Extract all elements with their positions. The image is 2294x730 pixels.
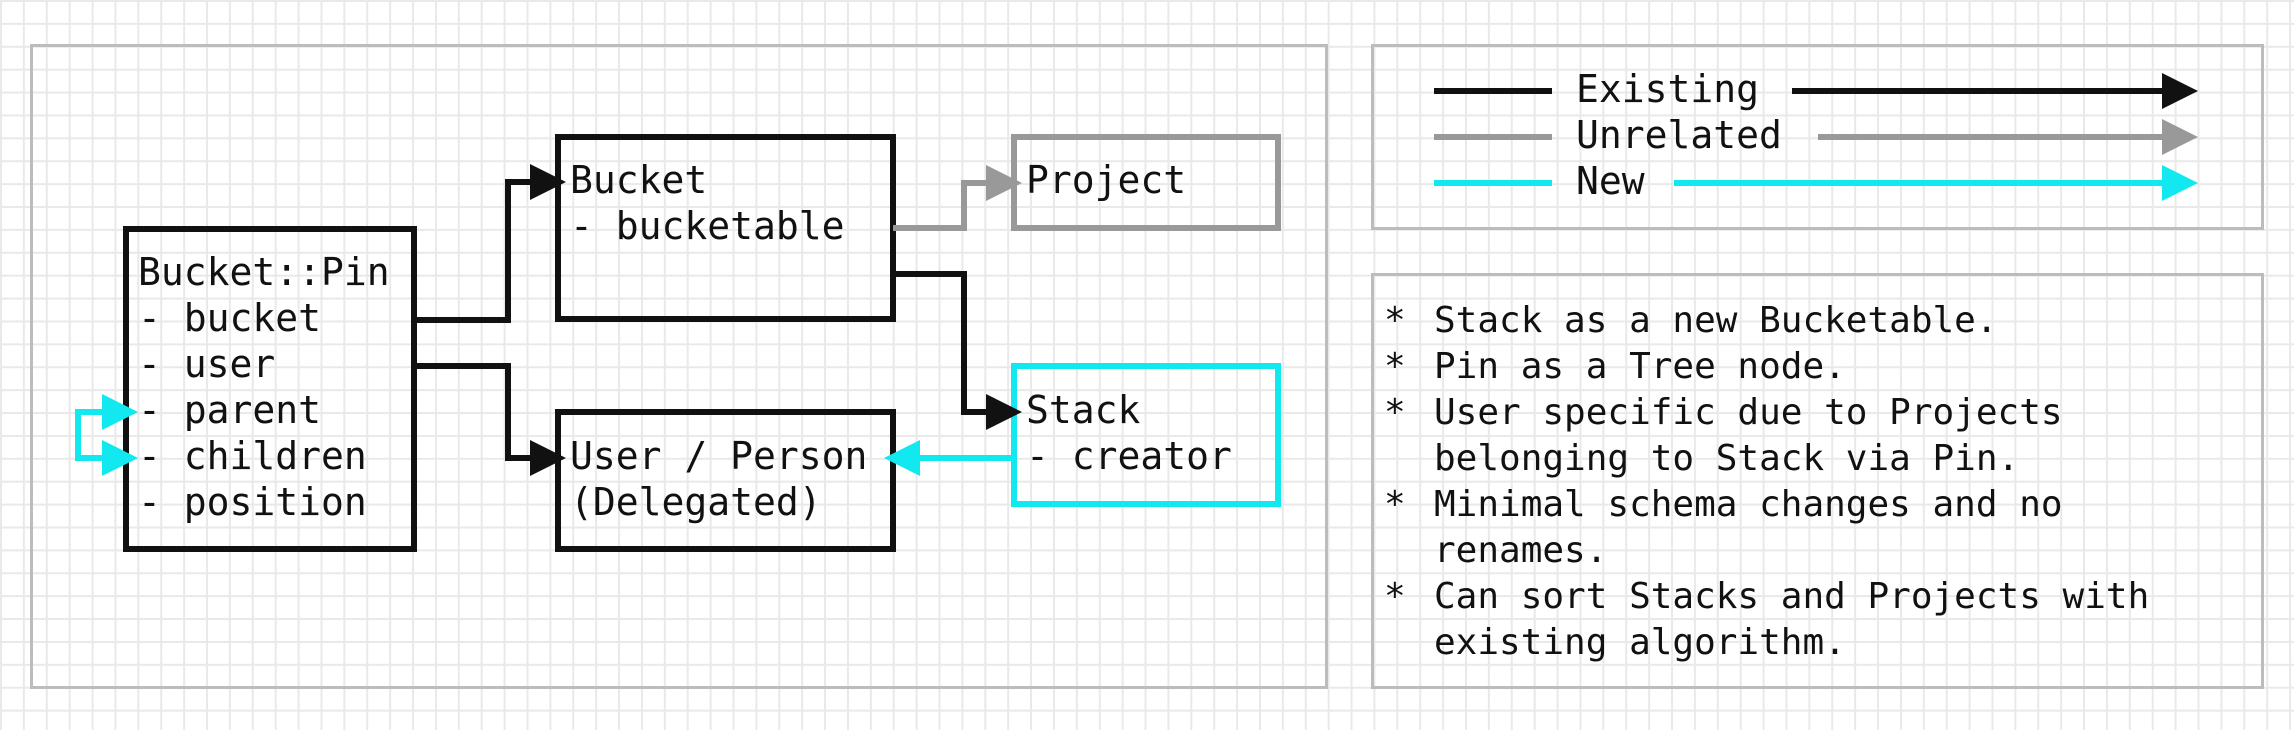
user-node bbox=[555, 409, 896, 552]
pin-line-2: - user bbox=[138, 342, 275, 386]
pin-line-3: - parent bbox=[138, 388, 321, 432]
legend-new-label: New bbox=[1576, 159, 1645, 203]
bucket-to-project-connector bbox=[893, 165, 1022, 231]
pin-to-bucket-connector bbox=[414, 164, 566, 323]
note-bullet-0: * bbox=[1384, 300, 1406, 341]
stack-line-0: Stack bbox=[1026, 388, 1141, 432]
notes-panel bbox=[1371, 273, 2264, 689]
note-3-line-1: renames. bbox=[1434, 530, 1607, 571]
user-line-1: (Delegated) bbox=[570, 480, 822, 524]
pin-to-user-connector bbox=[414, 363, 566, 476]
stack-node bbox=[1011, 363, 1281, 507]
diagram-panel bbox=[30, 44, 1328, 689]
bucket-line-0: Bucket bbox=[570, 158, 707, 202]
pin-line-5: - position bbox=[138, 480, 367, 524]
user-line-0: User / Person bbox=[570, 434, 867, 478]
note-2-line-0: User specific due to Projects bbox=[1434, 392, 2063, 433]
note-0-line-0: Stack as a new Bucketable. bbox=[1434, 300, 1998, 341]
project-line-0: Project bbox=[1026, 158, 1186, 202]
pin-line-4: - children bbox=[138, 434, 367, 478]
note-bullet-3: * bbox=[1384, 484, 1406, 525]
note-2-line-1: belonging to Stack via Pin. bbox=[1434, 438, 2019, 479]
pin-line-1: - bucket bbox=[138, 296, 321, 340]
bucket-line-1: - bucketable bbox=[570, 204, 845, 248]
note-3-line-0: Minimal schema changes and no bbox=[1434, 484, 2063, 525]
note-4-line-1: existing algorithm. bbox=[1434, 622, 1846, 663]
legend-existing-label: Existing bbox=[1576, 67, 1759, 111]
legend-panel bbox=[1371, 44, 2264, 230]
bucket-to-stack-connector bbox=[893, 271, 1022, 430]
note-bullet-2: * bbox=[1384, 392, 1406, 433]
note-bullet-4: * bbox=[1384, 576, 1406, 617]
note-4-line-0: Can sort Stacks and Projects with bbox=[1434, 576, 2149, 617]
legend-unrelated-label: Unrelated bbox=[1576, 113, 1782, 157]
pin-node bbox=[123, 226, 417, 552]
note-1-line-0: Pin as a Tree node. bbox=[1434, 346, 1846, 387]
note-bullet-1: * bbox=[1384, 346, 1406, 387]
pin-line-0: Bucket::Pin bbox=[138, 250, 390, 294]
stack-line-1: - creator bbox=[1026, 434, 1232, 478]
